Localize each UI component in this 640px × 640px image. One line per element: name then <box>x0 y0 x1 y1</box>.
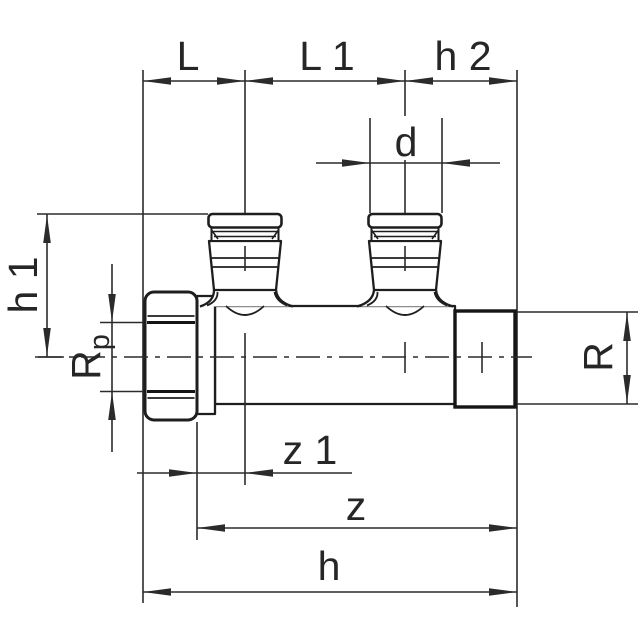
push-in-fitting-1 <box>207 212 283 292</box>
arrowhead <box>342 159 370 167</box>
dim-h1 <box>43 214 51 357</box>
port-opening-arc <box>385 305 425 316</box>
port-opening-arc <box>225 305 265 316</box>
part-views <box>143 212 517 422</box>
fitting2-neck <box>356 289 454 316</box>
arrowhead <box>143 77 171 85</box>
arrowhead <box>108 294 116 322</box>
label-mask <box>390 116 422 160</box>
ring-bevel <box>210 229 219 240</box>
arrowhead <box>169 469 197 477</box>
dim-label-z: z <box>346 483 367 529</box>
neck-inner-left <box>366 291 379 307</box>
fitting-cap <box>207 212 283 229</box>
dim-label-h2: h 2 <box>435 33 492 79</box>
dim-label-z1: z 1 <box>283 427 338 473</box>
threaded-spigot <box>453 309 517 409</box>
centerlines <box>38 333 532 485</box>
neck-outer-left <box>199 289 216 308</box>
arrowhead <box>43 215 51 243</box>
arrowhead <box>217 77 245 85</box>
dim-label-h1: h 1 <box>0 257 46 314</box>
dim-label-L1: L 1 <box>299 33 354 79</box>
neck-fill <box>357 290 453 307</box>
dim-d <box>316 159 500 167</box>
dim-h <box>143 588 517 596</box>
arrowhead <box>245 469 273 477</box>
dim-label-r: R <box>575 342 621 372</box>
extension-lines <box>35 70 638 607</box>
dim-label-h: h <box>318 543 341 589</box>
release-collar-ring <box>210 226 280 242</box>
arrowhead <box>108 392 116 420</box>
dim-label-d: d <box>395 119 418 165</box>
arrowhead <box>377 77 405 85</box>
dim-z <box>197 524 517 532</box>
neck-outer-left <box>356 289 376 308</box>
arrowhead <box>442 159 470 167</box>
dimension-lines <box>43 77 631 596</box>
fitting1-neck <box>199 289 294 316</box>
nut-outline <box>143 290 199 422</box>
manifold-body <box>213 304 457 406</box>
dim-top-chain <box>143 77 517 85</box>
ring-bevel <box>370 229 379 240</box>
neck-outer-right <box>434 289 454 308</box>
arrowhead <box>197 524 225 532</box>
arrowhead <box>245 77 273 85</box>
neck-fill <box>200 290 293 307</box>
arrowhead <box>623 313 631 341</box>
dim-label-rp: Rp <box>63 334 116 380</box>
arrowhead <box>623 375 631 403</box>
rp-subscript: p <box>84 334 116 350</box>
neck-inner-right <box>433 291 448 307</box>
ring-bevel <box>431 229 440 240</box>
dim-r <box>623 312 631 404</box>
push-in-fitting-2 <box>367 212 443 292</box>
dim-rp <box>108 264 116 452</box>
arrowhead <box>405 77 433 85</box>
arrowhead <box>143 588 171 596</box>
ring-bevel <box>271 229 280 240</box>
hex-nut <box>143 290 199 422</box>
nut-collar <box>195 294 217 416</box>
neck-outer-right <box>274 289 294 308</box>
dimension-labels: L L 1 h 2 d h 1 Rp R z 1 z h <box>0 33 621 589</box>
fitting-cap <box>367 212 443 229</box>
arrowhead <box>43 328 51 356</box>
neck-inner-left <box>206 291 219 307</box>
dim-label-L: L <box>177 33 200 79</box>
arrowhead <box>489 77 517 85</box>
arrowhead <box>489 524 517 532</box>
release-collar-ring <box>370 226 440 242</box>
rp-base: R <box>63 350 109 380</box>
arrowhead <box>489 588 517 596</box>
neck-inner-right <box>273 291 288 307</box>
